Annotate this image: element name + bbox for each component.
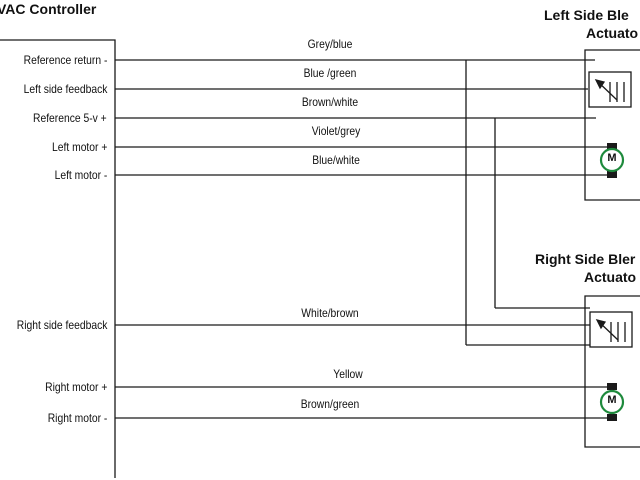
pin-reference-5v: Reference 5-v + [33,111,107,125]
pin-left-motor-minus: Left motor - [54,168,107,182]
wire-label-blue-green: Blue /green [303,66,357,80]
left-motor-letter: M [607,152,617,164]
wire-label-grey-blue: Grey/blue [307,37,353,51]
controller-title: VAC Controller [0,1,97,17]
left-motor-symbol [599,147,625,173]
wire-label-brown-white: Brown/white [301,95,359,109]
wire-label-brown-green: Brown/green [300,397,360,411]
right-actuator-box [584,295,640,448]
left-actuator-title-line2: Actuato [586,25,639,41]
pin-right-side-feedback: Right side feedback [16,318,107,332]
pin-right-motor-minus: Right motor - [47,411,107,425]
wire-label-violet-grey: Violet/grey [311,124,361,138]
left-actuator-title-line1: Left Side Ble [544,7,629,23]
controller-box [0,39,116,478]
left-feedback-pot-symbol [588,71,632,108]
pin-left-side-feedback: Left side feedback [23,82,107,96]
right-feedback-pot-symbol [589,311,633,348]
wire-label-yellow: Yellow [333,367,363,381]
pin-left-motor-plus: Left motor + [51,140,107,154]
right-actuator-title-line2: Actuato [584,269,637,285]
wire-label-white-brown: White/brown [301,306,359,320]
right-motor-symbol [599,389,625,415]
pin-right-motor-plus: Right motor + [44,380,107,394]
right-actuator-title-line1: Right Side Bler [535,251,636,267]
left-actuator-box [584,49,640,201]
pin-reference-return: Reference return - [23,53,107,67]
right-motor-letter: M [607,394,617,406]
wire-label-blue-white: Blue/white [312,153,360,167]
